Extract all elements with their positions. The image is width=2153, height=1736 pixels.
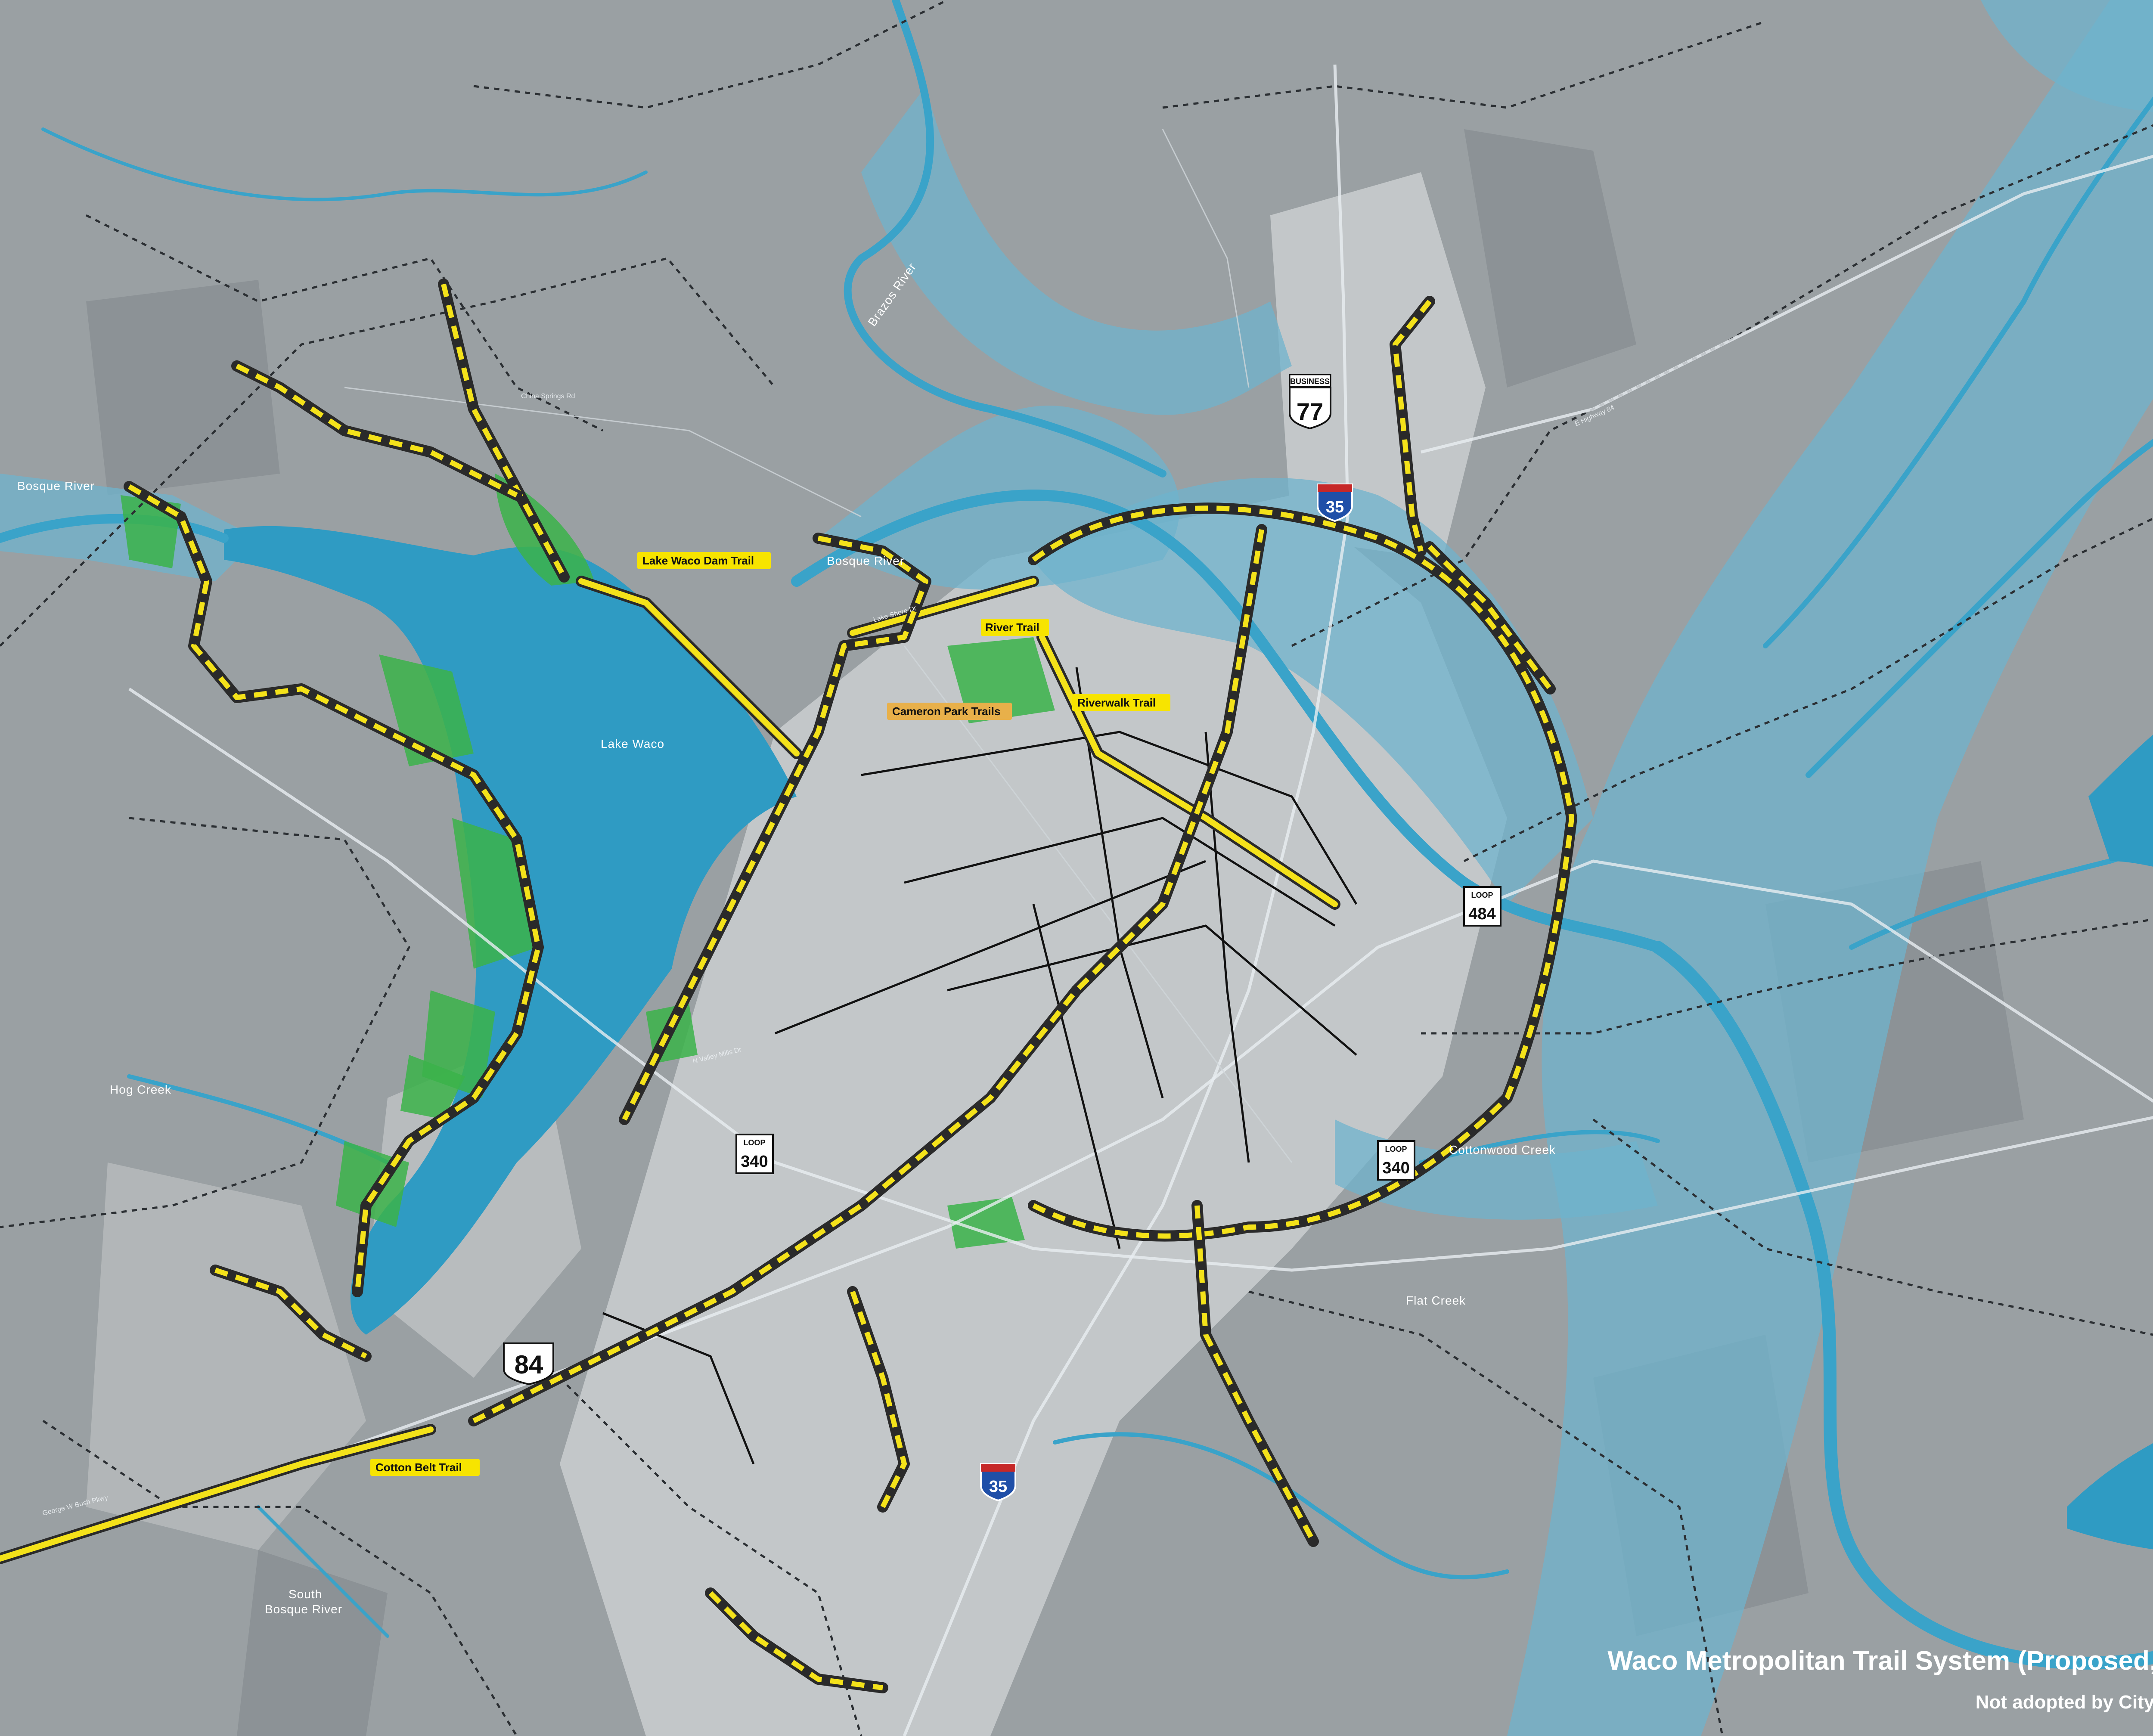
label-bosque-river-west: Bosque River (17, 479, 95, 493)
svg-text:340: 340 (741, 1153, 768, 1171)
interstate-shield-icon: 35 (980, 1463, 1016, 1502)
trail-label-lake-waco-dam: Lake Waco Dam Trail (637, 552, 771, 569)
label-china-springs-rd: China Springs Rd (521, 393, 575, 400)
label-cottonwood-creek: Cottonwood Creek (1449, 1143, 1556, 1156)
label-south-bosque-line2: Bosque River (265, 1603, 342, 1616)
loop-shield-icon: LOOP 484 (1463, 886, 1502, 927)
interstate-shield-icon: 35 (1317, 484, 1353, 522)
trail-label-cameron-park: Cameron Park Trails (887, 703, 1012, 720)
map-title-block: Waco Metropolitan Trail System (Proposed… (1607, 1646, 2153, 1713)
trail-label-cotton-belt: Cotton Belt Trail (370, 1459, 480, 1476)
map-subtitle: Not adopted by City of Waco (1976, 1692, 2153, 1713)
trail-labels: Lake Waco Dam Trail River Trail Cameron … (370, 552, 1170, 1476)
loop-shield-icon: LOOP 340 (1377, 1140, 1415, 1181)
label-bosque-river-center: Bosque River (827, 554, 904, 567)
proposed-trails (124, 279, 1577, 1693)
trail-label-riverwalk: Riverwalk Trail (1072, 694, 1170, 711)
label-south-bosque-line1: South (289, 1587, 322, 1601)
trail-label-river: River Trail (981, 619, 1049, 636)
map-title: Waco Metropolitan Trail System (Proposed… (1607, 1646, 2153, 1676)
svg-text:Cameron Park Trails: Cameron Park Trails (892, 705, 1000, 718)
svg-text:LOOP: LOOP (1385, 1145, 1407, 1153)
loop-shield-icon: LOOP 340 (735, 1134, 774, 1174)
svg-text:35: 35 (989, 1478, 1007, 1496)
svg-text:River Trail: River Trail (985, 621, 1039, 634)
label-hog-creek: Hog Creek (110, 1083, 171, 1096)
us-highway-shield-icon: BUSINESS 77 (1289, 374, 1331, 430)
svg-text:LOOP: LOOP (1471, 891, 1493, 899)
east-lakes (2067, 735, 2153, 1550)
svg-text:35: 35 (1326, 498, 1344, 516)
svg-text:BUSINESS: BUSINESS (1290, 377, 1330, 386)
label-lake-waco: Lake Waco (601, 737, 664, 750)
svg-text:340: 340 (1382, 1159, 1409, 1177)
roads (0, 64, 2153, 1736)
svg-text:Cotton Belt Trail: Cotton Belt Trail (375, 1461, 462, 1474)
svg-text:Riverwalk Trail: Riverwalk Trail (1077, 696, 1156, 709)
label-flat-creek: Flat Creek (1406, 1294, 1466, 1307)
us-highway-shield-icon: 84 (503, 1342, 554, 1386)
svg-text:484: 484 (1468, 905, 1495, 923)
svg-text:LOOP: LOOP (743, 1138, 765, 1147)
svg-text:84: 84 (515, 1350, 543, 1379)
svg-text:77: 77 (1297, 398, 1323, 425)
existing-trails (0, 576, 1340, 1564)
svg-text:Lake Waco Dam Trail: Lake Waco Dam Trail (642, 554, 754, 567)
